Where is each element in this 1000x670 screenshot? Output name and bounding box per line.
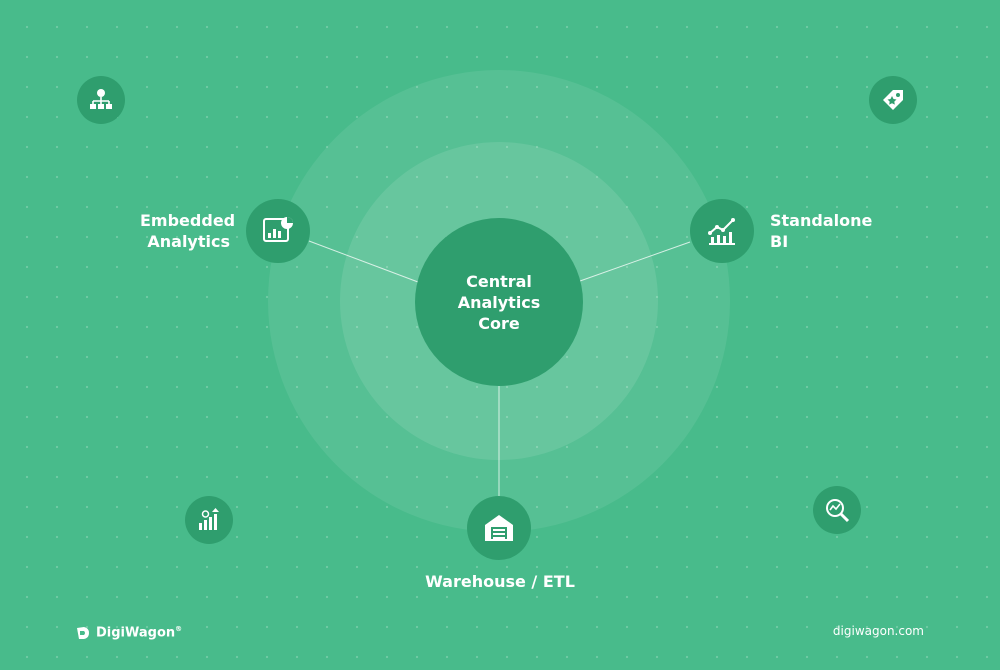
network-icon-badge <box>77 76 125 124</box>
brand-text: DigiWagon <box>96 625 176 641</box>
tag-icon <box>883 90 903 110</box>
brand-registered-mark: ® <box>175 625 183 633</box>
growth-bars-icon <box>199 508 219 530</box>
website-url: digiwagon.com <box>832 624 924 638</box>
core-label: Central Analytics Core <box>457 271 541 333</box>
warehouse-etl-label: Warehouse / ETL <box>425 572 575 591</box>
brand-name: DigiWagon® <box>96 625 182 640</box>
embedded-analytics-label: Embedded Analytics <box>140 210 236 252</box>
search-chart-icon-badge <box>813 486 861 534</box>
tag-icon-badge <box>869 76 917 124</box>
search-chart-icon <box>826 499 850 523</box>
brand-logo: DigiWagon® <box>76 625 182 640</box>
standalone-bi-label: Standalone BI <box>770 210 872 252</box>
line-chart-icon <box>708 218 735 245</box>
embedded-analytics-node <box>246 199 310 263</box>
embedded-label-line2: Analytics <box>147 232 230 251</box>
standalone-label-line2: BI <box>770 232 789 251</box>
logo-mark-icon <box>77 626 89 639</box>
central-core-node: Central Analytics Core <box>415 218 583 386</box>
standalone-label-line1: Standalone <box>770 211 873 230</box>
standalone-bi-node <box>690 199 754 263</box>
embedded-label-line1: Embedded <box>140 211 236 230</box>
network-icon <box>90 89 112 109</box>
growth-bars-icon-badge <box>185 496 233 544</box>
warehouse-etl-node <box>467 496 531 560</box>
warehouse-icon <box>485 515 513 541</box>
chart-report-icon <box>263 217 293 242</box>
connector-standalone <box>579 241 691 282</box>
connector-embedded <box>308 240 419 283</box>
